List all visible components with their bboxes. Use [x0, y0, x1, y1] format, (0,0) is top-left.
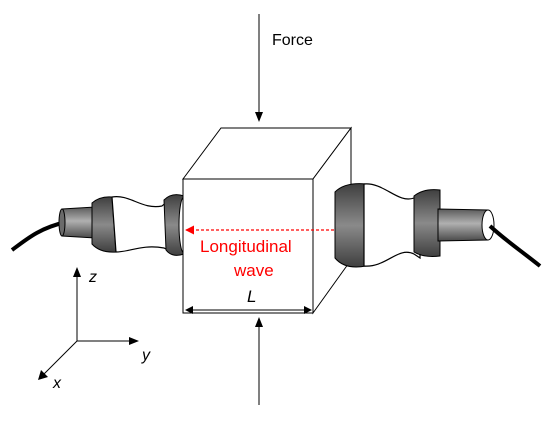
left-transducer: [10, 194, 190, 256]
left-connector: [61, 206, 96, 239]
block-front-face: [182, 178, 314, 314]
force-arrow-top: [255, 14, 263, 122]
right-cable: [488, 224, 542, 268]
force-arrow-bottom: [255, 317, 263, 405]
right-connector-end: [481, 209, 495, 241]
axis-z-label: z: [88, 269, 97, 286]
length-label: L: [247, 287, 256, 306]
right-horn-body: [363, 183, 421, 267]
right-front-band: [334, 183, 367, 268]
length-dimension: L: [185, 287, 312, 314]
right-connector: [437, 208, 489, 242]
left-horn-body: [111, 196, 173, 254]
coordinate-axes: z y x: [38, 267, 151, 392]
axis-x-label: x: [52, 375, 62, 392]
right-rear-band: [413, 189, 441, 257]
specimen-block: [182, 126, 352, 315]
left-cable: [10, 220, 67, 252]
right-transducer: [334, 183, 542, 268]
wave-label-line1: Longitudinal: [200, 237, 292, 256]
force-label: Force: [272, 32, 313, 49]
wave-label-line2: wave: [233, 261, 274, 280]
axis-y-label: y: [141, 347, 151, 364]
